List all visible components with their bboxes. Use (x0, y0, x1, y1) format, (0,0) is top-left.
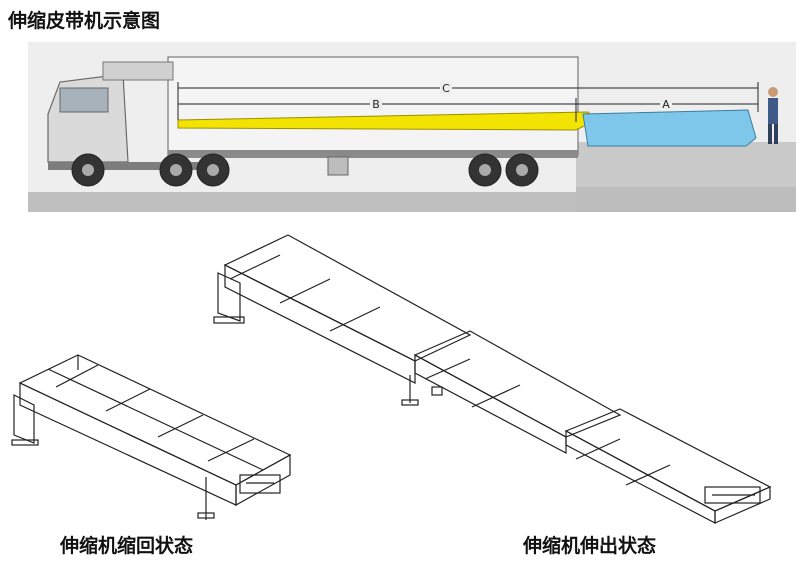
dim-label-a: A (662, 98, 670, 111)
conveyor-base-blue (582, 109, 757, 147)
extended-base-side (224, 264, 416, 384)
extended-outer-side (565, 429, 716, 524)
main-title: 伸缩皮带机示意图 (8, 10, 161, 32)
cab-window (59, 87, 109, 113)
extended-conveyor-drawing (213, 234, 772, 524)
truck-cab (47, 73, 129, 163)
retracted-end (235, 453, 291, 507)
dim-label-c: C (442, 82, 450, 95)
retracted-control-panel (239, 474, 281, 494)
dim-label-b: B (372, 98, 380, 111)
worker-figure (768, 87, 778, 144)
dock-base-ground (576, 187, 796, 212)
extended-control-panel (704, 486, 761, 504)
dock-platform (576, 142, 796, 194)
cab-frame (48, 162, 198, 170)
caption-retracted: 伸缩机缩回状态 (60, 535, 194, 557)
retracted-conveyor-drawing (11, 354, 292, 520)
extended-mid-side (414, 353, 567, 454)
retracted-support-leg (13, 394, 35, 444)
fuel-tank (327, 156, 349, 176)
extended-base-top (223, 234, 472, 362)
extended-support-leg (217, 272, 241, 322)
extended-mid-bracket (431, 386, 443, 396)
caption-extended: 伸缩机伸出状态 (523, 535, 657, 557)
cab-roof-fairing (102, 61, 174, 81)
trailer-chassis (168, 150, 578, 158)
extended-nose (714, 486, 771, 524)
truck-conveyor-illustration: C B A (28, 42, 796, 212)
